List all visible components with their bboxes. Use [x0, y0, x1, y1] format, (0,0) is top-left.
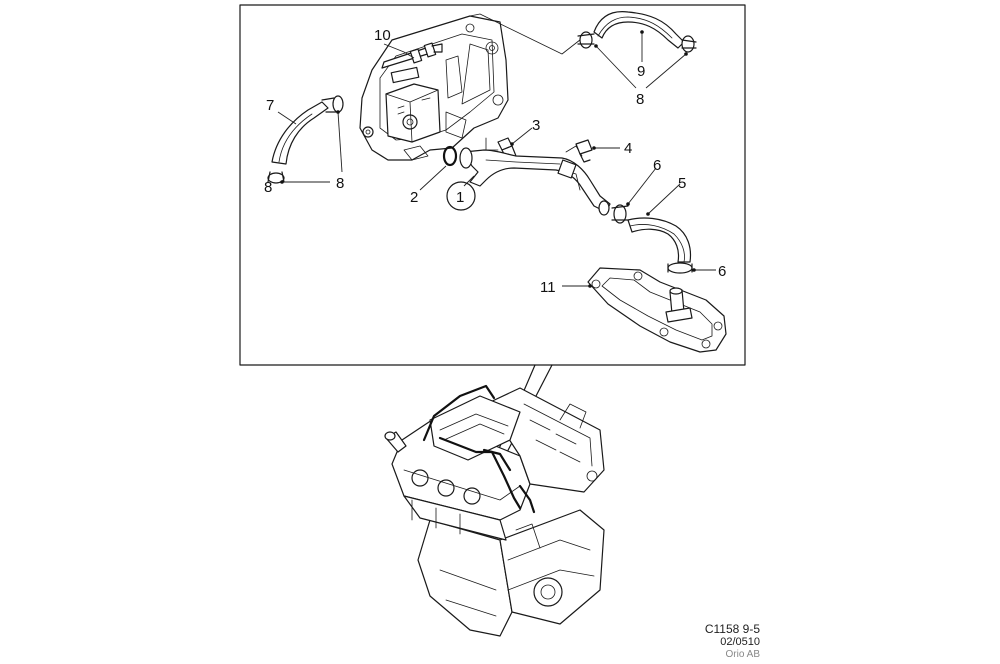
callout-7: 7	[266, 97, 274, 114]
routing-line-9	[469, 13, 586, 55]
part-10-small-hose	[381, 42, 443, 69]
reference-date: 02/0510	[720, 636, 760, 648]
reference-code: C1158 9-5	[705, 622, 760, 636]
callout-5: 5	[678, 175, 686, 192]
part-1-pipe	[459, 145, 611, 216]
leader-lines	[277, 32, 716, 287]
callout-8-upper: 8	[636, 91, 644, 108]
publisher-watermark: Orio AB	[726, 649, 761, 660]
callout-1: 1	[456, 189, 464, 206]
callout-6-lower: 6	[718, 263, 726, 280]
part-8-clamps-upper	[577, 31, 697, 53]
callout-6-upper: 6	[653, 157, 661, 174]
callout-3: 3	[532, 117, 540, 134]
engine-housing-cover	[359, 15, 509, 161]
callout-1-circle	[446, 181, 476, 211]
callout-9: 9	[637, 63, 645, 80]
part-2-o-ring	[442, 145, 458, 167]
leader-dots	[280, 30, 696, 288]
part-5-hose	[627, 217, 692, 263]
callout-10: 10	[374, 27, 391, 44]
callout-4: 4	[624, 140, 632, 157]
part-9-hose	[593, 11, 685, 49]
part-11-gasket-plate	[587, 267, 727, 353]
callout-8-extra: 8	[264, 179, 272, 196]
engine-assembly	[384, 384, 605, 637]
part-4-bolt	[575, 139, 593, 163]
part-7-hose	[271, 97, 337, 165]
callout-2: 2	[410, 189, 418, 206]
callout-11: 11	[540, 279, 556, 296]
callout-8-left: 8	[336, 175, 344, 192]
part-6-clamps	[611, 204, 693, 274]
part-8-clamps-left	[267, 95, 344, 184]
